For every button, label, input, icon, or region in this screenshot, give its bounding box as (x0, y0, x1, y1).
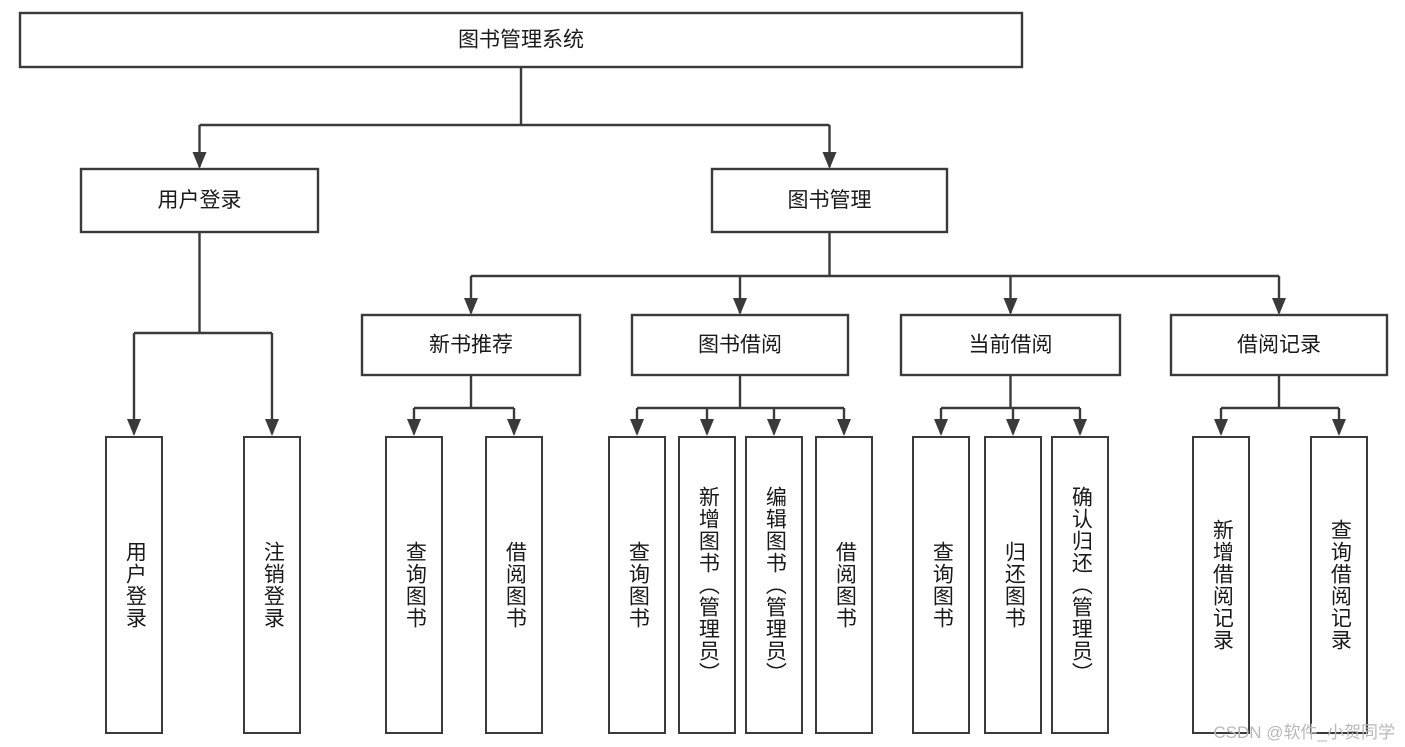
leaf-node-label: 新增图书（管理员） (696, 486, 720, 684)
node-label: 新书推荐 (429, 334, 513, 357)
node-label: 图书借阅 (698, 334, 782, 357)
arrow-head-icon (837, 419, 851, 436)
level2-node-1[interactable]: 图书管理 (710, 167, 949, 234)
leaf-node-10[interactable]: 确认归还（管理员） (1051, 436, 1109, 734)
arrow-head-icon (507, 419, 521, 436)
leaf-node-11[interactable]: 新增借阅记录 (1192, 436, 1250, 734)
leaf-node-9[interactable]: 归还图书 (984, 436, 1042, 734)
leaf-node-label: 借阅图书 (833, 541, 857, 629)
leaf-node-7[interactable]: 借阅图书 (815, 436, 873, 734)
arrow-head-icon (1003, 298, 1018, 315)
leaf-node-4[interactable]: 查询图书 (608, 436, 666, 734)
arrow-head-icon (265, 419, 279, 436)
level3-node-2[interactable]: 当前借阅 (899, 313, 1122, 377)
leaf-node-label: 借阅图书 (503, 541, 527, 629)
leaf-node-label: 查询图书 (626, 541, 650, 629)
level2-node-0[interactable]: 用户登录 (79, 167, 320, 234)
leaf-node-1[interactable]: 注销登录 (243, 436, 301, 734)
node-label: 借阅记录 (1237, 334, 1321, 357)
arrow-head-icon (1006, 419, 1020, 436)
arrow-head-icon (767, 419, 781, 436)
leaf-node-label: 用户登录 (123, 541, 147, 629)
root-node-图书管理系统[interactable]: 图书管理系统 (18, 11, 1024, 69)
leaf-node-label: 编辑图书（管理员） (763, 486, 787, 684)
leaf-node-label: 查询图书 (930, 541, 954, 629)
node-label: 图书管理 (788, 189, 872, 212)
leaf-node-label: 确认归还（管理员） (1069, 486, 1093, 684)
level3-node-1[interactable]: 图书借阅 (630, 313, 850, 377)
arrow-head-icon (1073, 419, 1087, 436)
leaf-node-12[interactable]: 查询借阅记录 (1310, 436, 1368, 734)
leaf-node-label: 查询图书 (403, 541, 427, 629)
arrow-head-icon (934, 419, 948, 436)
arrow-head-icon (464, 298, 478, 315)
arrow-head-icon (127, 419, 141, 436)
node-label: 当前借阅 (969, 334, 1053, 357)
leaf-node-8[interactable]: 查询图书 (912, 436, 970, 734)
arrow-head-icon (1272, 298, 1286, 315)
leaf-node-label: 注销登录 (261, 541, 285, 629)
arrow-head-icon (630, 419, 644, 436)
leaf-node-2[interactable]: 查询图书 (385, 436, 443, 734)
leaf-node-5[interactable]: 新增图书（管理员） (678, 436, 736, 734)
node-label: 图书管理系统 (458, 29, 584, 52)
arrow-head-icon (1214, 419, 1228, 436)
arrow-head-icon (822, 152, 837, 169)
level3-node-0[interactable]: 新书推荐 (360, 313, 582, 377)
arrow-head-icon (733, 298, 747, 315)
leaf-node-label: 新增借阅记录 (1210, 519, 1234, 651)
arrow-head-icon (407, 419, 421, 436)
leaf-node-6[interactable]: 编辑图书（管理员） (745, 436, 803, 734)
arrow-head-icon (192, 152, 207, 169)
leaf-node-3[interactable]: 借阅图书 (485, 436, 543, 734)
leaf-node-label: 查询借阅记录 (1328, 519, 1352, 651)
leaf-node-0[interactable]: 用户登录 (105, 436, 163, 734)
leaf-node-label: 归还图书 (1002, 541, 1026, 629)
level3-node-3[interactable]: 借阅记录 (1169, 313, 1389, 377)
node-label: 用户登录 (158, 189, 242, 212)
arrow-head-icon (1332, 419, 1346, 436)
arrow-head-icon (700, 419, 714, 436)
